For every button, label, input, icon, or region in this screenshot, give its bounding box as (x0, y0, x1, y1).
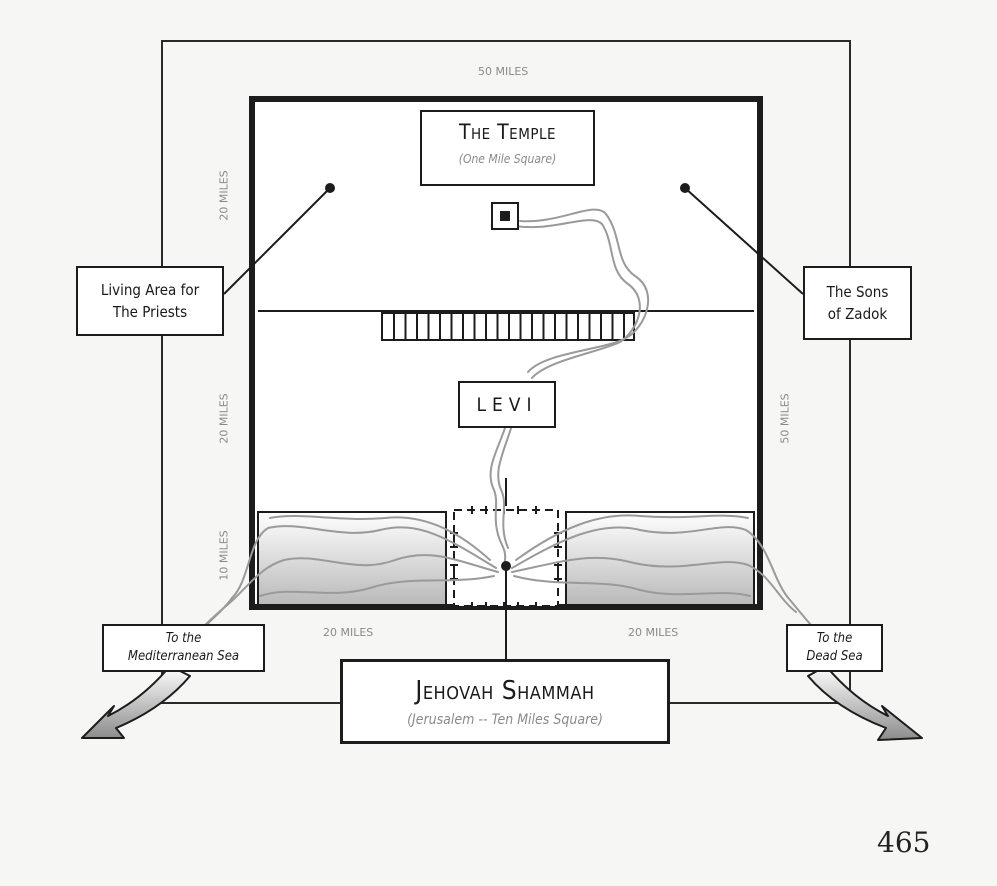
city-center-dot (501, 561, 511, 571)
zadok-line2: of Zadok (827, 305, 888, 323)
temple-marker-inner (500, 211, 510, 221)
arrow-to-dead-sea (807, 665, 923, 741)
zadok-label: The Sons of Zadok (803, 266, 912, 340)
temple-subtitle: (One Mile Square) (458, 152, 557, 166)
zadok-dot (680, 183, 690, 193)
mediterranean-line1: To the (165, 631, 202, 646)
temple-label: The Temple (One Mile Square) (420, 110, 595, 186)
temple-title: The Temple (458, 120, 557, 144)
living-area-line2: The Priests (112, 303, 188, 321)
dead-sea-line1: To the (816, 631, 853, 646)
page-number: 465 (877, 826, 931, 859)
living-area-dot (325, 183, 335, 193)
mediterranean-line2: Mediterranean Sea (127, 649, 240, 664)
arrow-to-mediterranean (81, 665, 191, 739)
living-area-label: Living Area for The Priests (76, 266, 224, 336)
levi-text: LEVI (476, 394, 538, 416)
dim-top: 50 MILES (478, 65, 529, 78)
leader-lines (223, 187, 804, 660)
dead-sea-line2: Dead Sea (806, 649, 863, 664)
dim-bottom-left: 20 MILES (323, 626, 374, 639)
city-title: Jehovah Shammah (415, 676, 595, 706)
mediterranean-label: To the Mediterranean Sea (102, 624, 265, 672)
dim-bottom-right: 20 MILES (628, 626, 679, 639)
city-label: Jehovah Shammah (Jerusalem -- Ten Miles … (340, 659, 670, 744)
city-subtitle: (Jerusalem -- Ten Miles Square) (407, 712, 603, 728)
rail-strip (381, 312, 635, 341)
dim-right: 50 MILES (778, 393, 792, 444)
dim-left-middle: 20 MILES (217, 393, 231, 444)
dim-left-upper: 20 MILES (217, 170, 231, 221)
dim-left-lower: 10 MILES (217, 530, 231, 581)
zadok-line1: The Sons (826, 283, 889, 301)
living-area-line1: Living Area for (100, 281, 200, 299)
dead-sea-label: To the Dead Sea (786, 624, 883, 672)
levi-label: LEVI (458, 381, 556, 428)
river-streams (199, 208, 813, 631)
